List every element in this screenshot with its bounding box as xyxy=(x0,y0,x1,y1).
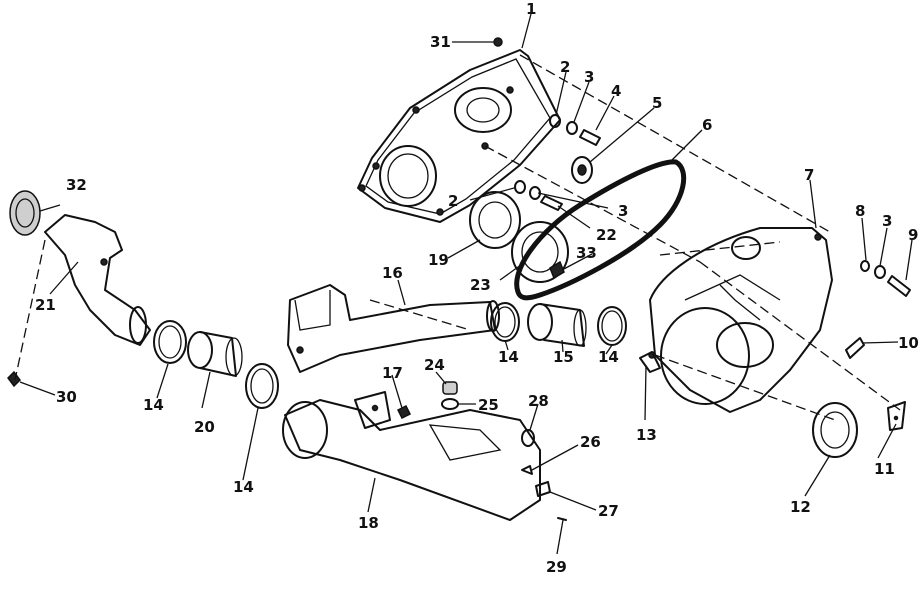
callout-21: 21 xyxy=(35,296,56,314)
inner-cover-part xyxy=(357,49,561,223)
intake-duct-21 xyxy=(44,214,151,346)
callout-14c: 14 xyxy=(498,348,519,366)
clamp-14-left-a xyxy=(153,320,187,364)
clamp-14-right-a xyxy=(490,302,520,342)
callout-10: 10 xyxy=(898,334,919,352)
callout-27: 27 xyxy=(598,502,619,520)
callout-2b: 2 xyxy=(448,192,458,210)
callout-22: 22 xyxy=(596,226,617,244)
callout-12: 12 xyxy=(790,498,811,516)
clamp-13 xyxy=(639,351,661,373)
callout-13: 13 xyxy=(636,426,657,444)
callout-23: 23 xyxy=(470,276,491,294)
leader-lines xyxy=(19,13,913,555)
plug-24 xyxy=(442,381,458,395)
callout-6: 6 xyxy=(702,116,712,134)
callout-3: 3 xyxy=(584,68,594,86)
callout-2: 2 xyxy=(560,58,570,76)
washer-25 xyxy=(441,398,459,410)
callout-15: 15 xyxy=(553,348,574,366)
callout-1: 1 xyxy=(526,0,536,18)
callout-28: 28 xyxy=(528,392,549,410)
drive-belt xyxy=(514,159,687,301)
callout-9: 9 xyxy=(908,226,918,244)
callout-25: 25 xyxy=(478,396,499,414)
callout-14a: 14 xyxy=(143,396,164,414)
callout-17: 17 xyxy=(382,364,403,382)
pad-10 xyxy=(845,337,865,359)
callout-labels: 1 2 3 4 5 6 7 8 3 9 10 11 12 13 14 14 14… xyxy=(35,0,919,576)
plate-11 xyxy=(887,401,906,431)
seal-19 xyxy=(469,191,521,249)
flange-23 xyxy=(511,221,569,283)
callout-20: 20 xyxy=(194,418,215,436)
callout-33: 33 xyxy=(576,244,597,262)
screw-30 xyxy=(7,370,21,388)
sleeve-15 xyxy=(527,303,587,347)
callout-7: 7 xyxy=(804,166,814,184)
callout-19: 19 xyxy=(428,251,449,269)
callout-11: 11 xyxy=(874,460,895,478)
callout-16: 16 xyxy=(382,264,403,282)
callout-5: 5 xyxy=(652,94,662,112)
callout-18: 18 xyxy=(358,514,379,532)
muffler-18 xyxy=(282,391,541,521)
callout-3b: 3 xyxy=(618,202,628,220)
callout-14d: 14 xyxy=(598,348,619,366)
callout-31: 31 xyxy=(430,33,451,51)
callout-24: 24 xyxy=(424,356,445,374)
seal-32 xyxy=(9,190,41,236)
clamp-14-left-b xyxy=(245,363,279,409)
callout-32: 32 xyxy=(66,176,87,194)
callout-3c: 3 xyxy=(882,212,892,230)
sleeve-20 xyxy=(187,331,243,377)
callout-30: 30 xyxy=(56,388,77,406)
callout-4: 4 xyxy=(611,82,621,100)
outer-cover-part xyxy=(648,227,833,413)
disc-12 xyxy=(812,402,858,458)
clamp-14-right-b xyxy=(597,306,627,346)
callout-26: 26 xyxy=(580,433,601,451)
callout-8: 8 xyxy=(855,202,865,220)
callout-14b: 14 xyxy=(233,478,254,496)
callout-29: 29 xyxy=(546,558,567,576)
duct-16 xyxy=(287,284,500,373)
